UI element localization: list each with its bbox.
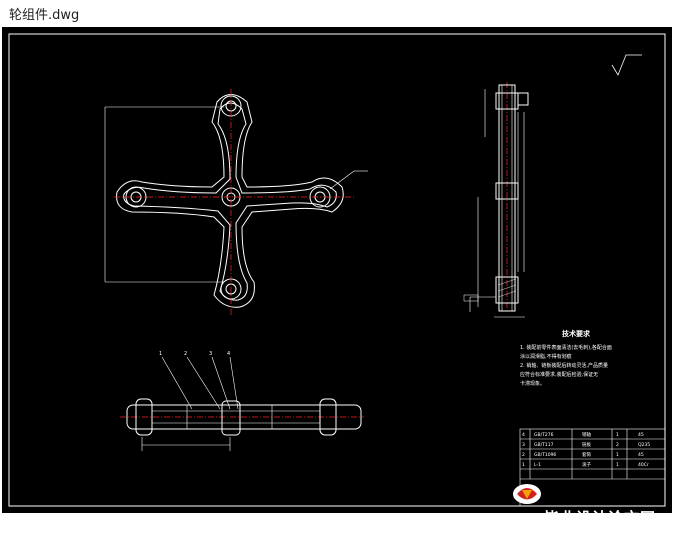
tech-line-4: 应符合标准要求,装配后检验,保证无 xyxy=(520,371,598,378)
svg-text:45: 45 xyxy=(638,432,644,438)
svg-text:2: 2 xyxy=(616,442,619,448)
bottom-view xyxy=(126,356,362,451)
window-title: 轮组件.dwg xyxy=(9,8,80,23)
tech-line-2: 涂以润滑脂,不得有划痕 xyxy=(520,353,572,360)
front-view xyxy=(104,94,368,308)
svg-text:1: 1 xyxy=(616,462,619,468)
svg-text:滚子: 滚子 xyxy=(582,461,591,468)
logo-url: www.56doc.com xyxy=(558,525,624,534)
tech-title: 技术要求 xyxy=(562,329,591,338)
cad-drawing-canvas[interactable]: 1 2 3 4 技术要求 1. 装配前零件表面清洁(去毛刺),各配合面 涂以润滑… xyxy=(2,27,672,534)
svg-text:GB/T1096: GB/T1096 xyxy=(534,452,556,458)
callout-2: 2 xyxy=(184,351,187,357)
callout-4: 4 xyxy=(227,351,230,357)
drawing-frame xyxy=(8,33,666,507)
svg-text:1: 1 xyxy=(616,432,619,438)
tech-line-3: 2. 销轴、链板装配后转动灵活,产品质量 xyxy=(520,362,608,369)
title-block xyxy=(519,428,666,507)
svg-text:2: 2 xyxy=(522,452,525,458)
tech-line-5: 卡滞现象。 xyxy=(520,380,545,387)
roughness-symbol xyxy=(611,54,642,76)
svg-text:4: 4 xyxy=(522,432,525,438)
svg-text:GB/T276: GB/T276 xyxy=(534,432,554,438)
bom-table: 4 GB/T276 销轴 1 45 3 GB/T117 链板 2 Q235 2 … xyxy=(522,431,650,468)
svg-text:链板: 链板 xyxy=(582,441,591,448)
svg-text:3: 3 xyxy=(522,442,525,448)
watermark-logo: 毕业设计论文网 www.56doc.com xyxy=(512,507,672,539)
tech-line-1: 1. 装配前零件表面清洁(去毛刺),各配合面 xyxy=(520,344,612,351)
window-titlebar: 轮组件.dwg xyxy=(0,0,674,26)
svg-text:40Cr: 40Cr xyxy=(638,462,649,468)
technical-requirements: 技术要求 1. 装配前零件表面清洁(去毛刺),各配合面 涂以润滑脂,不得有划痕 … xyxy=(520,329,612,387)
svg-text:1: 1 xyxy=(616,452,619,458)
svg-text:Q235: Q235 xyxy=(638,442,650,448)
svg-text:45: 45 xyxy=(638,452,644,458)
center-lines xyxy=(114,82,508,418)
svg-text:L-1: L-1 xyxy=(534,462,541,468)
svg-text:销轴: 销轴 xyxy=(582,431,591,438)
callout-3: 3 xyxy=(209,351,212,357)
svg-text:GB/T117: GB/T117 xyxy=(534,442,554,448)
logo-emblem xyxy=(513,484,541,504)
side-view xyxy=(463,84,529,318)
svg-text:1: 1 xyxy=(522,462,525,468)
cad-drawing: 1 2 3 4 技术要求 1. 装配前零件表面清洁(去毛刺),各配合面 涂以润滑… xyxy=(8,33,666,507)
callout-1: 1 xyxy=(159,351,162,357)
svg-text:套筒: 套筒 xyxy=(582,451,591,458)
